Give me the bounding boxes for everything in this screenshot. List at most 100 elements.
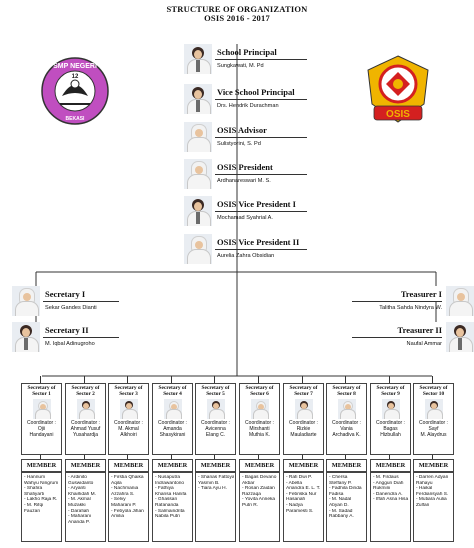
- coordinator-name-line: Muthia K.: [248, 432, 271, 438]
- coordinator-name-line: Mirshanti: [249, 426, 270, 432]
- coordinator-label: Coordinator :: [201, 420, 230, 426]
- coordinator-label: Coordinator :: [376, 420, 405, 426]
- member-entry: - Maharani: [68, 514, 91, 520]
- title-underline: [43, 301, 119, 302]
- sector-title-line2: Sector 3: [119, 391, 138, 397]
- sector-title-line1: Secretary of: [201, 385, 230, 391]
- person-name: Ardhanareswari M. S.: [217, 178, 271, 184]
- school-logo-bottom: BEKASI: [66, 116, 86, 122]
- coordinator-name-line: Shasykirani: [159, 432, 186, 438]
- member-entry: - Lakho Raja R.: [24, 497, 58, 503]
- member-entry: Azzahra S.: [111, 491, 135, 497]
- person-name: Sekar Gandes Dianti: [45, 305, 97, 311]
- person-photo: [184, 196, 212, 226]
- member-header: MEMBER: [413, 459, 454, 472]
- coordinator-name-line: M. Alaydrus: [420, 432, 447, 438]
- member-header: MEMBER: [239, 459, 280, 472]
- member-entry: - M. Nadal: [329, 497, 352, 503]
- person-photo: [76, 399, 95, 419]
- title-underline: [352, 337, 442, 338]
- coordinator-name-line: Rizkie: [296, 426, 311, 432]
- person-photo: [250, 399, 269, 419]
- person-name: Sulistyorini, S. Pd: [217, 141, 261, 147]
- member-entry: - Ghassan: [155, 497, 178, 503]
- coordinator-label: Coordinator :: [245, 420, 274, 426]
- member-entry: Rukmini: [373, 486, 391, 492]
- sector-title-line1: Secretary of: [71, 385, 100, 391]
- member-entry: Yasmin B.: [198, 480, 220, 486]
- member-entry: Steffany P.: [329, 480, 352, 486]
- person-photo: [12, 322, 40, 352]
- chart-title-line2: OSIS 2016 - 2017: [204, 13, 270, 23]
- chart-title-line1: STRUCTURE OF ORGANIZATION: [166, 4, 308, 14]
- person-photo: [163, 399, 182, 419]
- position-title: OSIS Vice President II: [217, 237, 300, 247]
- coordinator-name-line: Ojii: [37, 426, 46, 432]
- member-entry: - Nadya: [286, 502, 303, 508]
- title-underline: [215, 249, 307, 250]
- member-entry: - Nachmania: [111, 486, 139, 492]
- member-entry: - Rafi Dwi P.: [286, 475, 313, 480]
- coordinator-name-line: Elang C.: [205, 432, 226, 438]
- osis-logo: OSIS: [362, 52, 434, 133]
- member-header: MEMBER: [283, 459, 324, 472]
- person-photo: [446, 286, 474, 316]
- position-title: Secretary II: [45, 325, 89, 335]
- member-header: MEMBER: [370, 459, 411, 472]
- member-entry: - Mutiara Aulia: [416, 497, 447, 503]
- member-entry: Amilia: [111, 514, 125, 520]
- person-name: M. Iqbal Adinugroho: [45, 341, 95, 347]
- member-entry: - Fathiya: [155, 486, 174, 492]
- sector-title-line1: Secretary of: [114, 385, 143, 391]
- person-photo: [206, 399, 225, 419]
- sector-title-line1: Secretary of: [289, 385, 318, 391]
- person-photo: [184, 234, 212, 264]
- member-entry: - Hannum: [24, 475, 46, 480]
- member-entry: Aqila: [111, 480, 122, 486]
- member-entry: Zulfan: [416, 502, 430, 508]
- member-header: MEMBER: [108, 459, 149, 472]
- person-name: Drs. Hendrik Durachman: [217, 103, 279, 109]
- person-photo: [12, 286, 40, 316]
- coordinator-label: Coordinator :: [27, 420, 56, 426]
- member-entry: Guswidanto: [68, 480, 94, 486]
- sector-title-line1: Secretary of: [27, 385, 56, 391]
- sector-title-line2: Sector 8: [337, 391, 356, 397]
- member-entry: Abyan D.: [329, 502, 349, 508]
- position-title: OSIS Vice President I: [217, 199, 296, 209]
- member-entry: - Haikal: [416, 486, 433, 492]
- position-title: School Principal: [217, 47, 277, 57]
- member-entry: - Nusaputra: [155, 475, 181, 480]
- member-entry: - M. Firdaus: [373, 475, 399, 480]
- member-entry: - Darafiah: [68, 508, 90, 514]
- member-entry: - Iffah Asna Hisa: [373, 497, 409, 503]
- person-photo: [446, 322, 474, 352]
- person-photo: [184, 122, 212, 152]
- member-entry: - Aryanti: [68, 486, 86, 492]
- title-underline: [215, 211, 307, 212]
- person-photo: [184, 84, 212, 114]
- sector-title-line1: Secretary of: [332, 385, 361, 391]
- person-name: Naufal Ammar: [406, 341, 442, 347]
- coordinator-label: Coordinator :: [71, 420, 100, 426]
- coordinator-name-line: Bagas: [383, 426, 398, 432]
- coordinator-label: Coordinator :: [332, 420, 361, 426]
- member-entry: Maharani P.: [111, 502, 137, 508]
